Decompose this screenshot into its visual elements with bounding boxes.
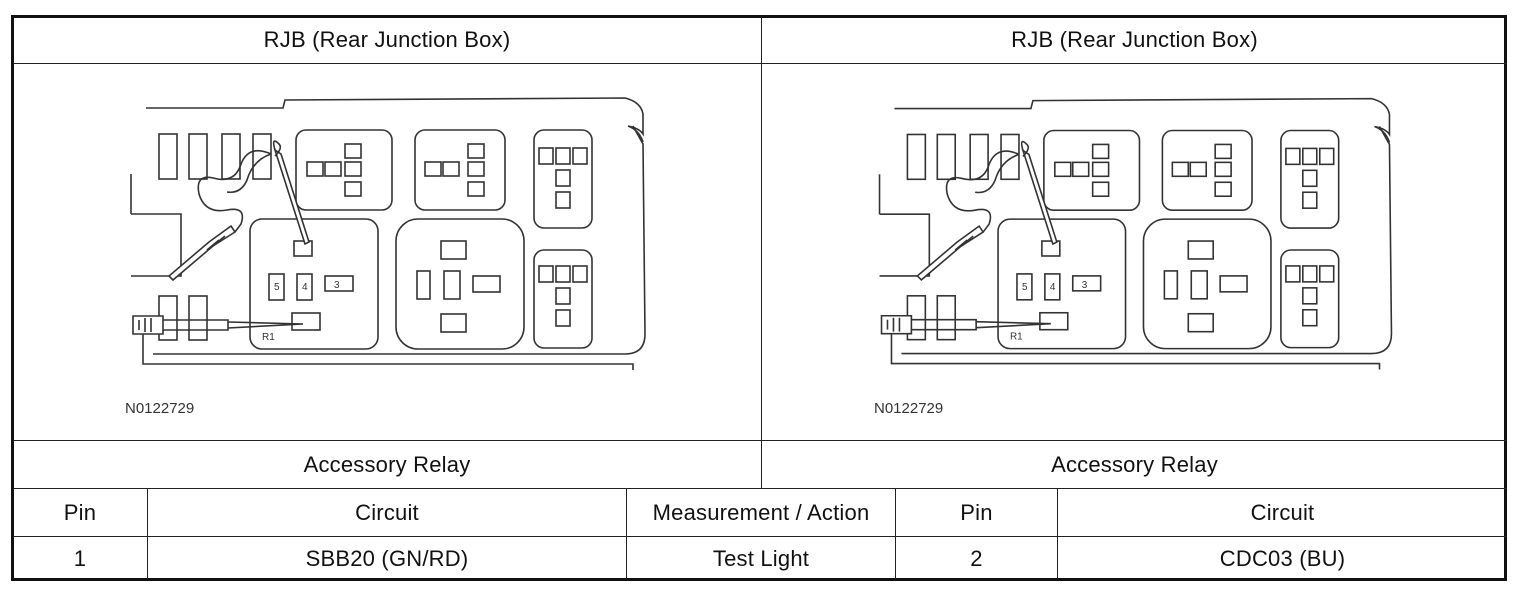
divider xyxy=(13,488,1507,489)
left-junction-box-diagram: 5 4 3 R1 xyxy=(13,64,761,440)
pin-label-5: 5 xyxy=(274,282,280,293)
divider xyxy=(761,17,762,488)
junction-box-illustration: 5 4 3 R1 xyxy=(130,97,646,370)
pin-label-4: 4 xyxy=(1050,282,1056,293)
divider xyxy=(1057,488,1058,579)
header-circuit-2: Circuit xyxy=(1250,499,1315,525)
right-caption: Accessory Relay xyxy=(1051,451,1218,477)
header-pin-2: Pin xyxy=(960,499,993,525)
row-circuit-2: CDC03 (BU) xyxy=(1219,546,1346,571)
divider xyxy=(13,63,1507,64)
divider xyxy=(147,488,148,579)
header-circuit-1: Circuit xyxy=(355,499,419,525)
row-measurement: Test Light xyxy=(712,546,810,571)
divider xyxy=(626,488,627,579)
header-pin-1: Pin xyxy=(63,499,97,525)
divider xyxy=(895,488,896,579)
divider xyxy=(13,440,1507,441)
row-circuit-1: SBB20 (GN/RD) xyxy=(305,546,469,571)
junction-box-illustration: 5 4 3 R1 xyxy=(878,97,1393,370)
right-heading: RJB (Rear Junction Box) xyxy=(1011,27,1258,52)
right-figure-code: N0122729 xyxy=(874,400,944,417)
header-measurement: Measurement / Action xyxy=(652,499,870,525)
left-caption: Accessory Relay xyxy=(303,451,471,477)
left-figure-code: N0122729 xyxy=(125,400,195,417)
right-junction-box-diagram: 5 4 3 R1 xyxy=(762,64,1507,440)
left-heading: RJB (Rear Junction Box) xyxy=(263,27,511,52)
row-pin-1: 1 xyxy=(73,546,87,571)
pin-label-3: 3 xyxy=(334,280,340,291)
pin-label-3: 3 xyxy=(1082,280,1088,291)
connector-table xyxy=(11,15,1507,581)
pin-label-5: 5 xyxy=(1022,282,1028,293)
relay-label-r1: R1 xyxy=(262,332,275,343)
pin-label-4: 4 xyxy=(302,282,308,293)
divider xyxy=(13,536,1507,537)
relay-label-r1: R1 xyxy=(1010,332,1023,343)
row-pin-2: 2 xyxy=(970,546,983,571)
